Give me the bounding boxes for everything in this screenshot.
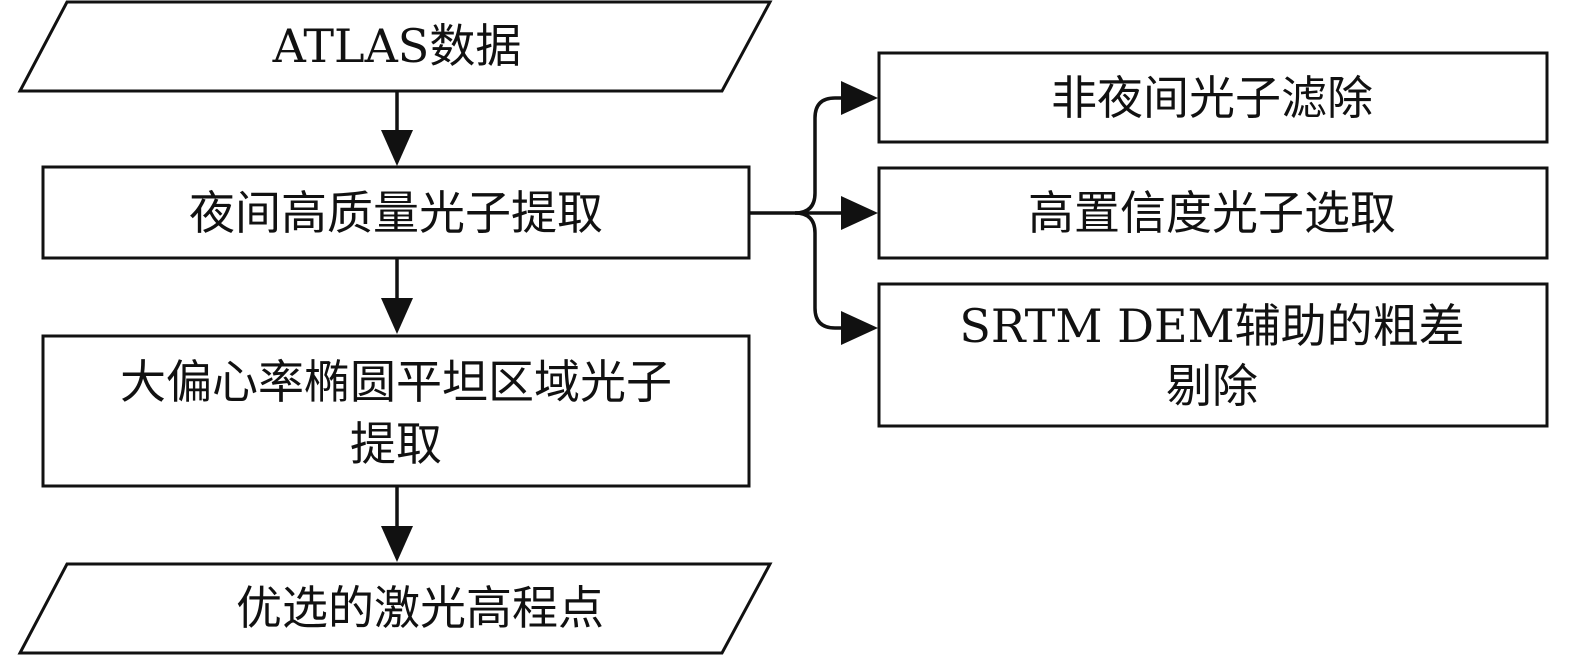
- node-night-extract-label: 夜间高质量光子提取: [189, 186, 603, 240]
- rectangle-shape: [877, 51, 1549, 144]
- arrowhead-srtm-removal: [841, 311, 878, 345]
- arrowhead-ellipse-extract: [381, 298, 413, 334]
- node-srtm-removal: SRTM DEM辅助的粗差 剔除: [877, 282, 1549, 428]
- node-output-label: 优选的激光高程点: [236, 581, 604, 635]
- node-high-conf-select-label: 高置信度光子选取: [1028, 186, 1396, 240]
- node-ellipse-extract: 大偏心率椭圆平坦区域光子 提取: [41, 334, 751, 488]
- edges: [381, 81, 878, 562]
- node-night-extract: 夜间高质量光子提取: [41, 165, 751, 260]
- node-srtm-removal-line-1: SRTM DEM辅助的粗差: [959, 299, 1464, 353]
- node-input: ATLAS数据: [17, 0, 773, 93]
- parallelogram-shape: [17, 562, 773, 655]
- node-non-night-filter: 非夜间光子滤除: [877, 51, 1549, 144]
- node-ellipse-extract-line-1: 大偏心率椭圆平坦区域光子: [120, 355, 672, 409]
- arrowhead-night-extract: [381, 130, 413, 166]
- parallelogram-shape: [17, 0, 773, 93]
- node-srtm-removal-line-2: 剔除: [1166, 359, 1258, 413]
- edge-night-extract-to-srtm: [794, 211, 841, 330]
- node-input-label: ATLAS数据: [272, 19, 522, 73]
- arrowhead-non-night-filter: [841, 81, 878, 115]
- edge-night-extract-branch: [749, 96, 841, 215]
- node-ellipse-extract-line-2: 提取: [350, 417, 442, 471]
- rectangle-shape: [877, 282, 1549, 428]
- rectangle-shape: [41, 165, 751, 260]
- arrowhead-output: [381, 526, 413, 562]
- node-non-night-filter-label: 非夜间光子滤除: [1051, 71, 1373, 125]
- rectangle-shape: [877, 166, 1549, 260]
- rectangle-shape: [41, 334, 751, 488]
- node-output: 优选的激光高程点: [17, 562, 773, 655]
- arrowhead-high-conf-select: [841, 196, 878, 230]
- node-high-conf-select: 高置信度光子选取: [877, 166, 1549, 260]
